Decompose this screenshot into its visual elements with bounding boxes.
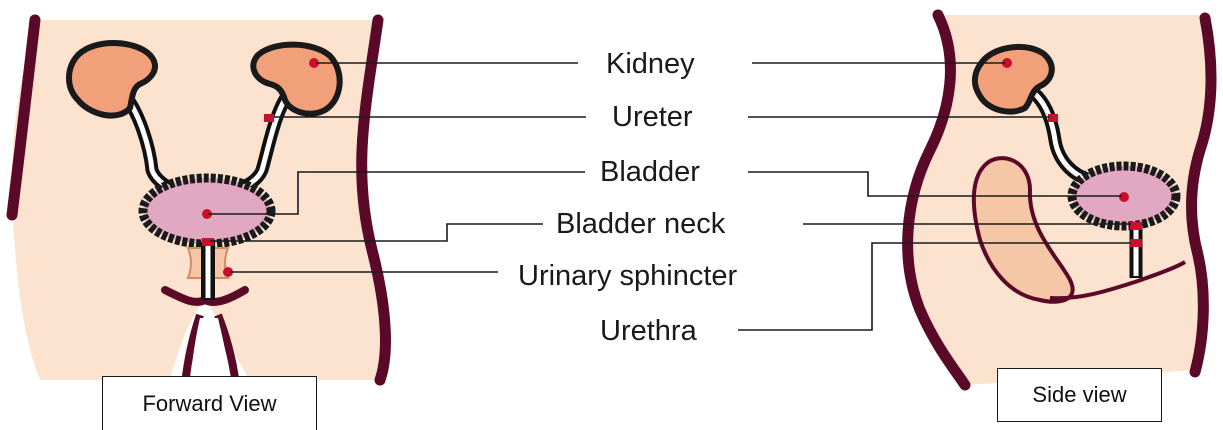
label-bladder-neck: Bladder neck — [556, 208, 726, 240]
label-bladder: Bladder — [600, 156, 700, 188]
label-kidney: Kidney — [606, 48, 695, 80]
side-bladder-marker — [1119, 192, 1129, 202]
label-urethra: Urethra — [600, 315, 698, 347]
label-urinary-sphincter: Urinary sphincter — [518, 260, 738, 292]
label-ureter: Ureter — [612, 101, 693, 133]
forward-view — [12, 20, 389, 385]
side-ureter-marker — [1048, 114, 1058, 122]
forward-ureter-marker — [264, 114, 274, 122]
forward-bladder-neck-marker — [202, 238, 214, 246]
side-urethra-marker — [1130, 239, 1142, 247]
side-view — [904, 15, 1211, 385]
caption-forward-view-text: Forward View — [142, 391, 276, 417]
caption-side-view: Side view — [997, 368, 1162, 422]
side-bladder-neck-marker — [1130, 222, 1142, 230]
caption-side-view-text: Side view — [1032, 382, 1126, 408]
caption-forward-view: Forward View — [102, 376, 317, 430]
